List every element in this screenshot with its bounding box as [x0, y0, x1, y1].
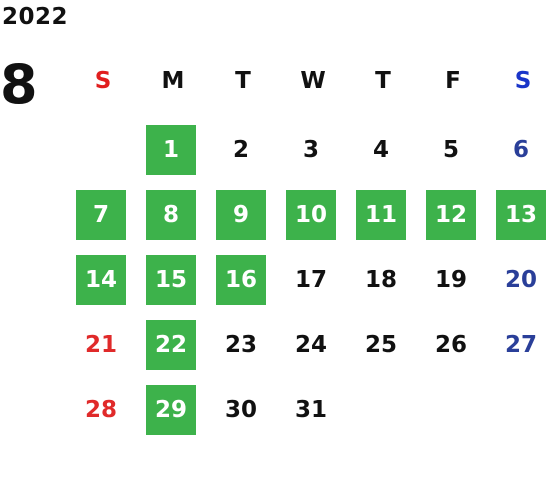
calendar-day-17[interactable]: 17 [294, 267, 327, 293]
calendar-day-3[interactable]: 3 [302, 137, 319, 163]
calendar-day-27[interactable]: 27 [504, 332, 537, 358]
calendar-day-29[interactable]: 29 [146, 385, 196, 435]
calendar-day-12[interactable]: 12 [426, 190, 476, 240]
calendar-day-20[interactable]: 20 [504, 267, 537, 293]
calendar-day-2[interactable]: 2 [232, 137, 249, 163]
calendar-day-11[interactable]: 11 [356, 190, 406, 240]
calendar-day-9[interactable]: 9 [216, 190, 266, 240]
weekday-header-thu: T [375, 68, 391, 94]
weekday-header-wed: W [300, 68, 326, 94]
calendar-day-13[interactable]: 13 [496, 190, 546, 240]
calendar-day-16[interactable]: 16 [216, 255, 266, 305]
calendar-year: 2022 [2, 4, 69, 30]
calendar-day-7[interactable]: 7 [76, 190, 126, 240]
calendar-day-23[interactable]: 23 [224, 332, 257, 358]
weekday-header-sat: S [514, 68, 532, 94]
weekday-header-tue: T [235, 68, 251, 94]
calendar-day-8[interactable]: 8 [146, 190, 196, 240]
calendar-day-26[interactable]: 26 [434, 332, 467, 358]
calendar-day-30[interactable]: 30 [224, 397, 257, 423]
calendar-day-28[interactable]: 28 [84, 397, 117, 423]
weekday-header-mon: M [161, 68, 185, 94]
calendar-day-4[interactable]: 4 [372, 137, 389, 163]
calendar-month: 8 [0, 53, 38, 116]
calendar-day-22[interactable]: 22 [146, 320, 196, 370]
calendar-day-25[interactable]: 25 [364, 332, 397, 358]
calendar-day-6[interactable]: 6 [512, 137, 529, 163]
calendar-day-14[interactable]: 14 [76, 255, 126, 305]
calendar-day-10[interactable]: 10 [286, 190, 336, 240]
calendar-day-1[interactable]: 1 [146, 125, 196, 175]
weekday-header-fri: F [445, 68, 461, 94]
calendar-day-5[interactable]: 5 [442, 137, 459, 163]
calendar-day-31[interactable]: 31 [294, 397, 327, 423]
weekday-header-sun: S [94, 68, 112, 94]
calendar-day-15[interactable]: 15 [146, 255, 196, 305]
calendar-day-19[interactable]: 19 [434, 267, 467, 293]
calendar-day-18[interactable]: 18 [364, 267, 397, 293]
calendar-day-24[interactable]: 24 [294, 332, 327, 358]
calendar-day-21[interactable]: 21 [84, 332, 117, 358]
